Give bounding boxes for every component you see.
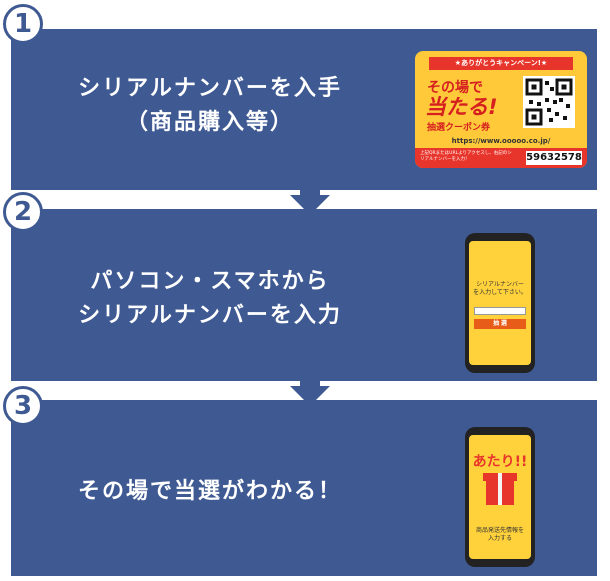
phone-result-text-1: 商品発送先情報を bbox=[475, 527, 524, 534]
coupon-serial-number: 59632578 bbox=[526, 151, 582, 165]
step-number-1: 1 bbox=[3, 4, 43, 44]
coupon-headline-2: 当たる! bbox=[425, 95, 498, 119]
phone-input-screen: シリアルナンバー を入力して下さい。 抽 選 bbox=[469, 241, 531, 365]
phone-result-screen: あたり!! 商品発送先情報を 入力する bbox=[469, 435, 531, 559]
step-3-line1: その場で当選がわかる！ bbox=[77, 479, 342, 504]
step-1-text: シリアルナンバーを入手 （商品購入等） bbox=[40, 72, 380, 140]
step-2-line2: シリアルナンバーを入力 bbox=[78, 303, 342, 328]
coupon-note: 上記QRまたはURLよりアクセスし、右記のシリアルナンバーを入力！ bbox=[420, 151, 512, 162]
coupon-headline-3: 抽選クーポン券 bbox=[427, 123, 491, 133]
phone-input-mockup: シリアルナンバー を入力して下さい。 抽 選 bbox=[465, 233, 535, 373]
qr-code-icon bbox=[523, 76, 575, 128]
draw-button[interactable]: 抽 選 bbox=[474, 319, 526, 329]
phone-input-instruction: シリアルナンバー を入力して下さい。 bbox=[469, 281, 531, 297]
phone-input-text-2: を入力して下さい。 bbox=[473, 289, 527, 296]
gift-ribbon bbox=[498, 473, 502, 505]
phone-result-mockup: あたり!! 商品発送先情報を 入力する bbox=[465, 427, 535, 567]
step-2-line1: パソコン・スマホから bbox=[90, 269, 330, 294]
coupon-headline-1: その場で bbox=[427, 80, 483, 96]
win-message: あたり!! bbox=[472, 454, 528, 470]
step-1-line1: シリアルナンバーを入手 bbox=[78, 76, 342, 101]
phone-result-instruction: 商品発送先情報を 入力する bbox=[469, 527, 531, 543]
serial-number-input[interactable] bbox=[474, 307, 526, 315]
arrow-2-stem bbox=[300, 381, 320, 387]
coupon-banner: ★ありがとうキャンペーン!★ bbox=[429, 57, 573, 70]
arrow-down-icon bbox=[290, 195, 330, 215]
step-number-2: 2 bbox=[3, 192, 43, 232]
arrow-down-icon bbox=[290, 386, 330, 406]
step-2-text: パソコン・スマホから シリアルナンバーを入力 bbox=[40, 265, 380, 333]
step-number-3: 3 bbox=[3, 386, 43, 426]
coupon-card: ★ありがとうキャンペーン!★ その場で 当たる! 抽選クーポン券 https:/… bbox=[415, 51, 587, 168]
arrow-1-stem bbox=[300, 190, 320, 196]
step-1-line2: （商品購入等） bbox=[125, 110, 294, 135]
coupon-url: https://www.ooooo.co.jp/ bbox=[451, 137, 551, 145]
phone-result-text-2: 入力する bbox=[487, 535, 512, 542]
step-3-text: その場で当選がわかる！ bbox=[40, 475, 380, 509]
phone-input-text-1: シリアルナンバー bbox=[476, 281, 524, 288]
